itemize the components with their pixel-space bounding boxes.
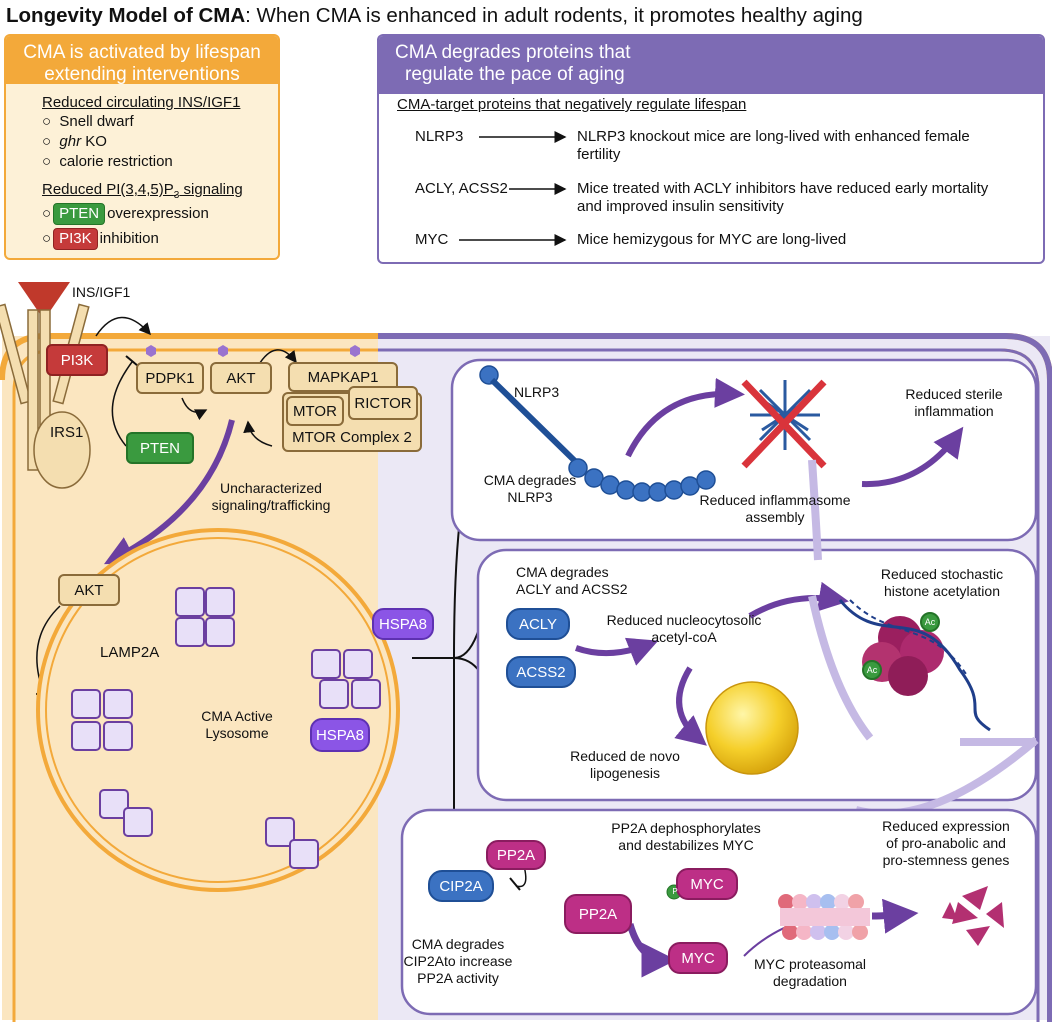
targets-box: CMA degrades proteins that regulate the …	[377, 34, 1045, 264]
ac-badge: Ac	[920, 612, 940, 632]
node-myc-top: MYC	[676, 868, 738, 900]
ac-badge: Ac	[862, 660, 882, 680]
panel-myc	[400, 808, 1038, 1016]
panel-acly	[476, 548, 1038, 802]
node-akt: AKT	[210, 362, 272, 394]
node-hspa8-bottom: HSPA8	[310, 718, 370, 752]
target-acly: ACLY, ACSS2	[415, 180, 508, 197]
lipid-droplet	[705, 681, 799, 775]
list-item: ○ Snell dwarf	[42, 113, 134, 130]
targets-subtitle: CMA-target proteins that negatively regu…	[397, 96, 747, 113]
node-pi3k: PI3K	[46, 344, 108, 376]
pten-pill: PTEN	[53, 203, 106, 225]
pi3k-pill: PI3K	[53, 228, 98, 250]
title-bold: Longevity Model of CMA	[6, 4, 246, 27]
list-item: ○ calorie restriction	[42, 153, 173, 170]
section-pip3: Reduced PI(3,4,5)P3 signaling	[42, 181, 243, 201]
targets-header: CMA degrades proteins that regulate the …	[379, 36, 1043, 94]
ligand-ins-igf1	[18, 282, 70, 320]
degraded-fragments	[942, 886, 1004, 946]
panel-nlrp3	[450, 358, 1038, 542]
target-nlrp3: NLRP3	[415, 128, 464, 145]
effect-nlrp3: NLRP3 knockout mice are long-lived with …	[577, 128, 970, 163]
figure-title: Longevity Model of CMA: When CMA is enha…	[6, 4, 863, 28]
node-pten: PTEN	[126, 432, 194, 464]
phospho-label: P	[672, 887, 678, 896]
node-acss2: ACSS2	[506, 656, 576, 688]
node-acly: ACLY	[506, 608, 570, 640]
label-irs1: IRS1	[50, 424, 84, 441]
irs1-shape	[33, 411, 91, 489]
row-arrows	[459, 131, 567, 246]
interventions-header: CMA is activated by lifespan extending i…	[6, 36, 278, 85]
node-myc-bottom: MYC	[668, 942, 728, 974]
label-nlrp3: NLRP3	[514, 384, 560, 400]
node-cip2a: CIP2A	[428, 870, 494, 902]
section-ins-igf1: Reduced circulating INS/IGF1	[42, 94, 241, 111]
proteasome	[778, 894, 870, 940]
node-mapkap1: MAPKAP1	[288, 362, 398, 392]
target-myc: MYC	[415, 231, 449, 248]
node-rictor: RICTOR	[348, 386, 418, 420]
list-item: ○ ghr KO	[42, 133, 107, 150]
effect-acly: Mice treated with ACLY inhibitors have r…	[577, 180, 989, 215]
node-akt-lower: AKT	[58, 574, 120, 606]
title-rest: : When CMA is enhanced in adult rodents,…	[245, 4, 863, 27]
interventions-box: CMA is activated by lifespan extending i…	[4, 34, 280, 260]
effect-myc: Mice hemizygous for MYC are long-lived	[577, 231, 847, 248]
node-hspa8-top: HSPA8	[372, 608, 434, 640]
node-pp2a-mid: PP2A	[564, 894, 632, 934]
node-pdpk1: PDPK1	[136, 362, 204, 394]
node-pp2a-top: PP2A	[486, 840, 546, 870]
label-ins-igf1: INS/IGF1	[72, 284, 131, 300]
cell-diagram	[0, 282, 1052, 1022]
label-lamp2a: LAMP2A	[100, 644, 160, 661]
node-mtor: MTOR	[286, 396, 344, 426]
